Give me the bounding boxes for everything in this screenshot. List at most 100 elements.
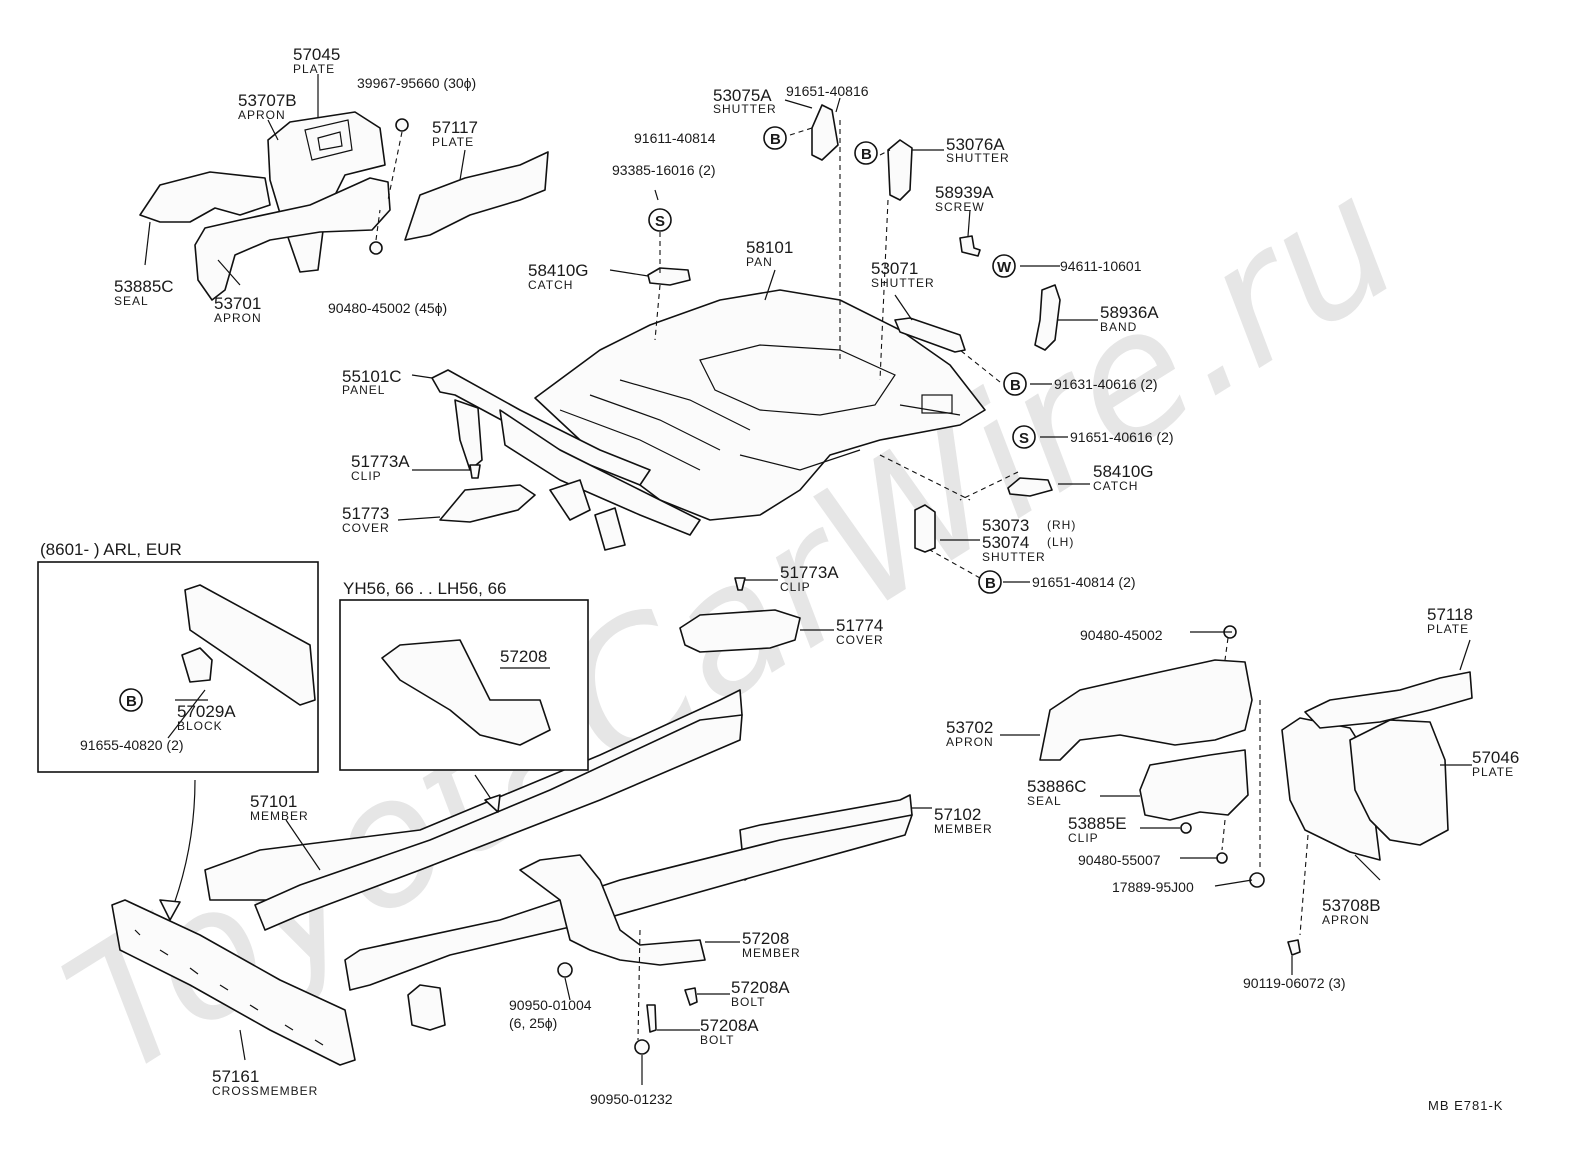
catch-58410g-drawing <box>1007 477 1053 497</box>
callout-number: 53701 <box>214 294 261 313</box>
shutter-53075a-drawing <box>811 104 839 161</box>
catch-58410g-drawing <box>647 267 691 286</box>
part-number: 90950-01232 <box>590 1091 673 1107</box>
part-number: 91631-40616 (2) <box>1054 376 1158 392</box>
part-number: 17889-95J00 <box>1112 879 1194 895</box>
cover-51774-drawing <box>679 609 801 653</box>
symbol-b-91651-40814: B <box>978 570 1002 594</box>
bolt-drawing <box>646 1004 657 1033</box>
callout-number: 53886C <box>1027 777 1087 796</box>
callout-number: 57208A <box>700 1016 759 1035</box>
callout-name: COVER <box>836 633 884 647</box>
part-number: 90950-01004 <box>509 997 592 1013</box>
callout-number: 53885C <box>114 277 174 296</box>
plate-57046-drawing <box>1349 719 1449 846</box>
callout-number: 57208A <box>731 978 790 997</box>
callout-name: COVER <box>342 521 390 535</box>
callout-name: BAND <box>1100 320 1137 334</box>
arrow-inset-1 <box>169 779 196 916</box>
part-number: 94611-10601 <box>1060 258 1142 274</box>
member-57208-drawing <box>519 854 706 966</box>
band-58936a-drawing <box>1034 284 1061 351</box>
inset-header: (8601- ) ARL, EUR <box>40 540 182 559</box>
callout-number: 58101 <box>746 238 793 257</box>
seal-53886c-drawing <box>1139 749 1249 821</box>
callout-name: SHUTTER <box>713 102 777 116</box>
callout-number: 58936A <box>1100 303 1159 322</box>
part-number: 90480-45002 <box>1080 627 1163 643</box>
clip-drawing <box>1216 852 1228 864</box>
plate-57118-drawing <box>1304 671 1473 729</box>
nut-drawing <box>557 962 573 978</box>
member-57102-leg-drawing <box>407 984 446 1031</box>
svg-text:B: B <box>861 146 872 163</box>
svg-text:W: W <box>997 259 1012 276</box>
arrow-inset-2-head <box>484 794 501 813</box>
callout-name: BOLT <box>731 995 765 1009</box>
callout-labels: 57045 PLATE 53707B APRON 57117 PLATE 538… <box>114 45 1519 1098</box>
inset-header: YH56, 66 . . LH56, 66 <box>343 579 507 598</box>
callout-number: 55101C <box>342 367 402 386</box>
apron-53702-drawing <box>1039 659 1253 761</box>
callout-name: CATCH <box>528 278 573 292</box>
callout-number: 57208 <box>500 647 547 666</box>
callout-number: 51773 <box>342 504 389 523</box>
callout-name: CATCH <box>1093 479 1138 493</box>
symbol-w-94611: W <box>992 254 1016 278</box>
arrow-inset-1-head <box>159 899 181 921</box>
callout-name: APRON <box>946 735 994 749</box>
callout-name: BLOCK <box>177 719 223 733</box>
part-number: 91655-40820 (2) <box>80 737 184 753</box>
part-number: 39967-95660 (30ϕ) <box>357 75 476 91</box>
svg-text:B: B <box>985 575 996 592</box>
callout-name: PLATE <box>293 62 335 76</box>
callout-name: SHUTTER <box>982 550 1046 564</box>
callout-name: CLIP <box>780 580 811 594</box>
callout-name: MEMBER <box>934 822 993 836</box>
callout-number: 57101 <box>250 792 297 811</box>
pan-opening-drawing <box>699 344 896 416</box>
callout-number: 57045 <box>293 45 340 64</box>
callout-number: 57046 <box>1472 748 1519 767</box>
callout-number: 57208 <box>742 929 789 948</box>
screw-drawing <box>1287 939 1301 956</box>
callout-name: MEMBER <box>250 809 309 823</box>
callout-name: PLATE <box>1427 622 1469 636</box>
callout-name: PLATE <box>432 135 474 149</box>
symbol-s-91651: S <box>1012 425 1036 449</box>
callout-number: 57118 <box>1427 605 1473 624</box>
svg-text:B: B <box>1010 377 1021 394</box>
svg-text:S: S <box>655 213 665 230</box>
callout-name: MEMBER <box>742 946 801 960</box>
callout-number: 53708B <box>1322 896 1381 915</box>
inset-yh56: YH56, 66 . . LH56, 66 <box>339 579 589 771</box>
callout-name: PANEL <box>342 383 385 397</box>
callout-number: 57029A <box>177 702 236 721</box>
bolt-drawing <box>684 987 698 1006</box>
callout-number: 51773A <box>351 452 410 471</box>
clip-drawing <box>1180 822 1192 834</box>
assembly-lines <box>143 120 1309 1041</box>
seal-53885c-drawing <box>139 171 271 223</box>
panel-bracket3-drawing <box>594 507 626 551</box>
symbol-b-91611: B <box>763 126 787 150</box>
symbol-s-93385: S <box>648 208 672 232</box>
plate-57117-drawing <box>404 151 549 241</box>
part-drawings <box>111 104 1473 1066</box>
callout-number: 51773A <box>780 563 839 582</box>
symbol-b-91655: B <box>119 688 143 712</box>
callout-name: APRON <box>238 108 286 122</box>
part-number: 91651-40816 <box>786 83 869 99</box>
apron-53701-drawing <box>194 177 391 301</box>
part-number: (6, 25ϕ) <box>509 1015 557 1031</box>
callout-name: CLIP <box>351 469 382 483</box>
callout-name: SCREW <box>935 200 985 214</box>
svg-text:B: B <box>770 131 781 148</box>
callout-number: 53071 <box>871 259 918 278</box>
part-number: 91651-40814 (2) <box>1032 574 1136 590</box>
shutter-53076a-drawing <box>887 139 913 201</box>
callout-number: 53076A <box>946 135 1005 154</box>
callout-number: 57161 <box>212 1067 259 1086</box>
symbol-b-91651: B <box>854 141 878 165</box>
